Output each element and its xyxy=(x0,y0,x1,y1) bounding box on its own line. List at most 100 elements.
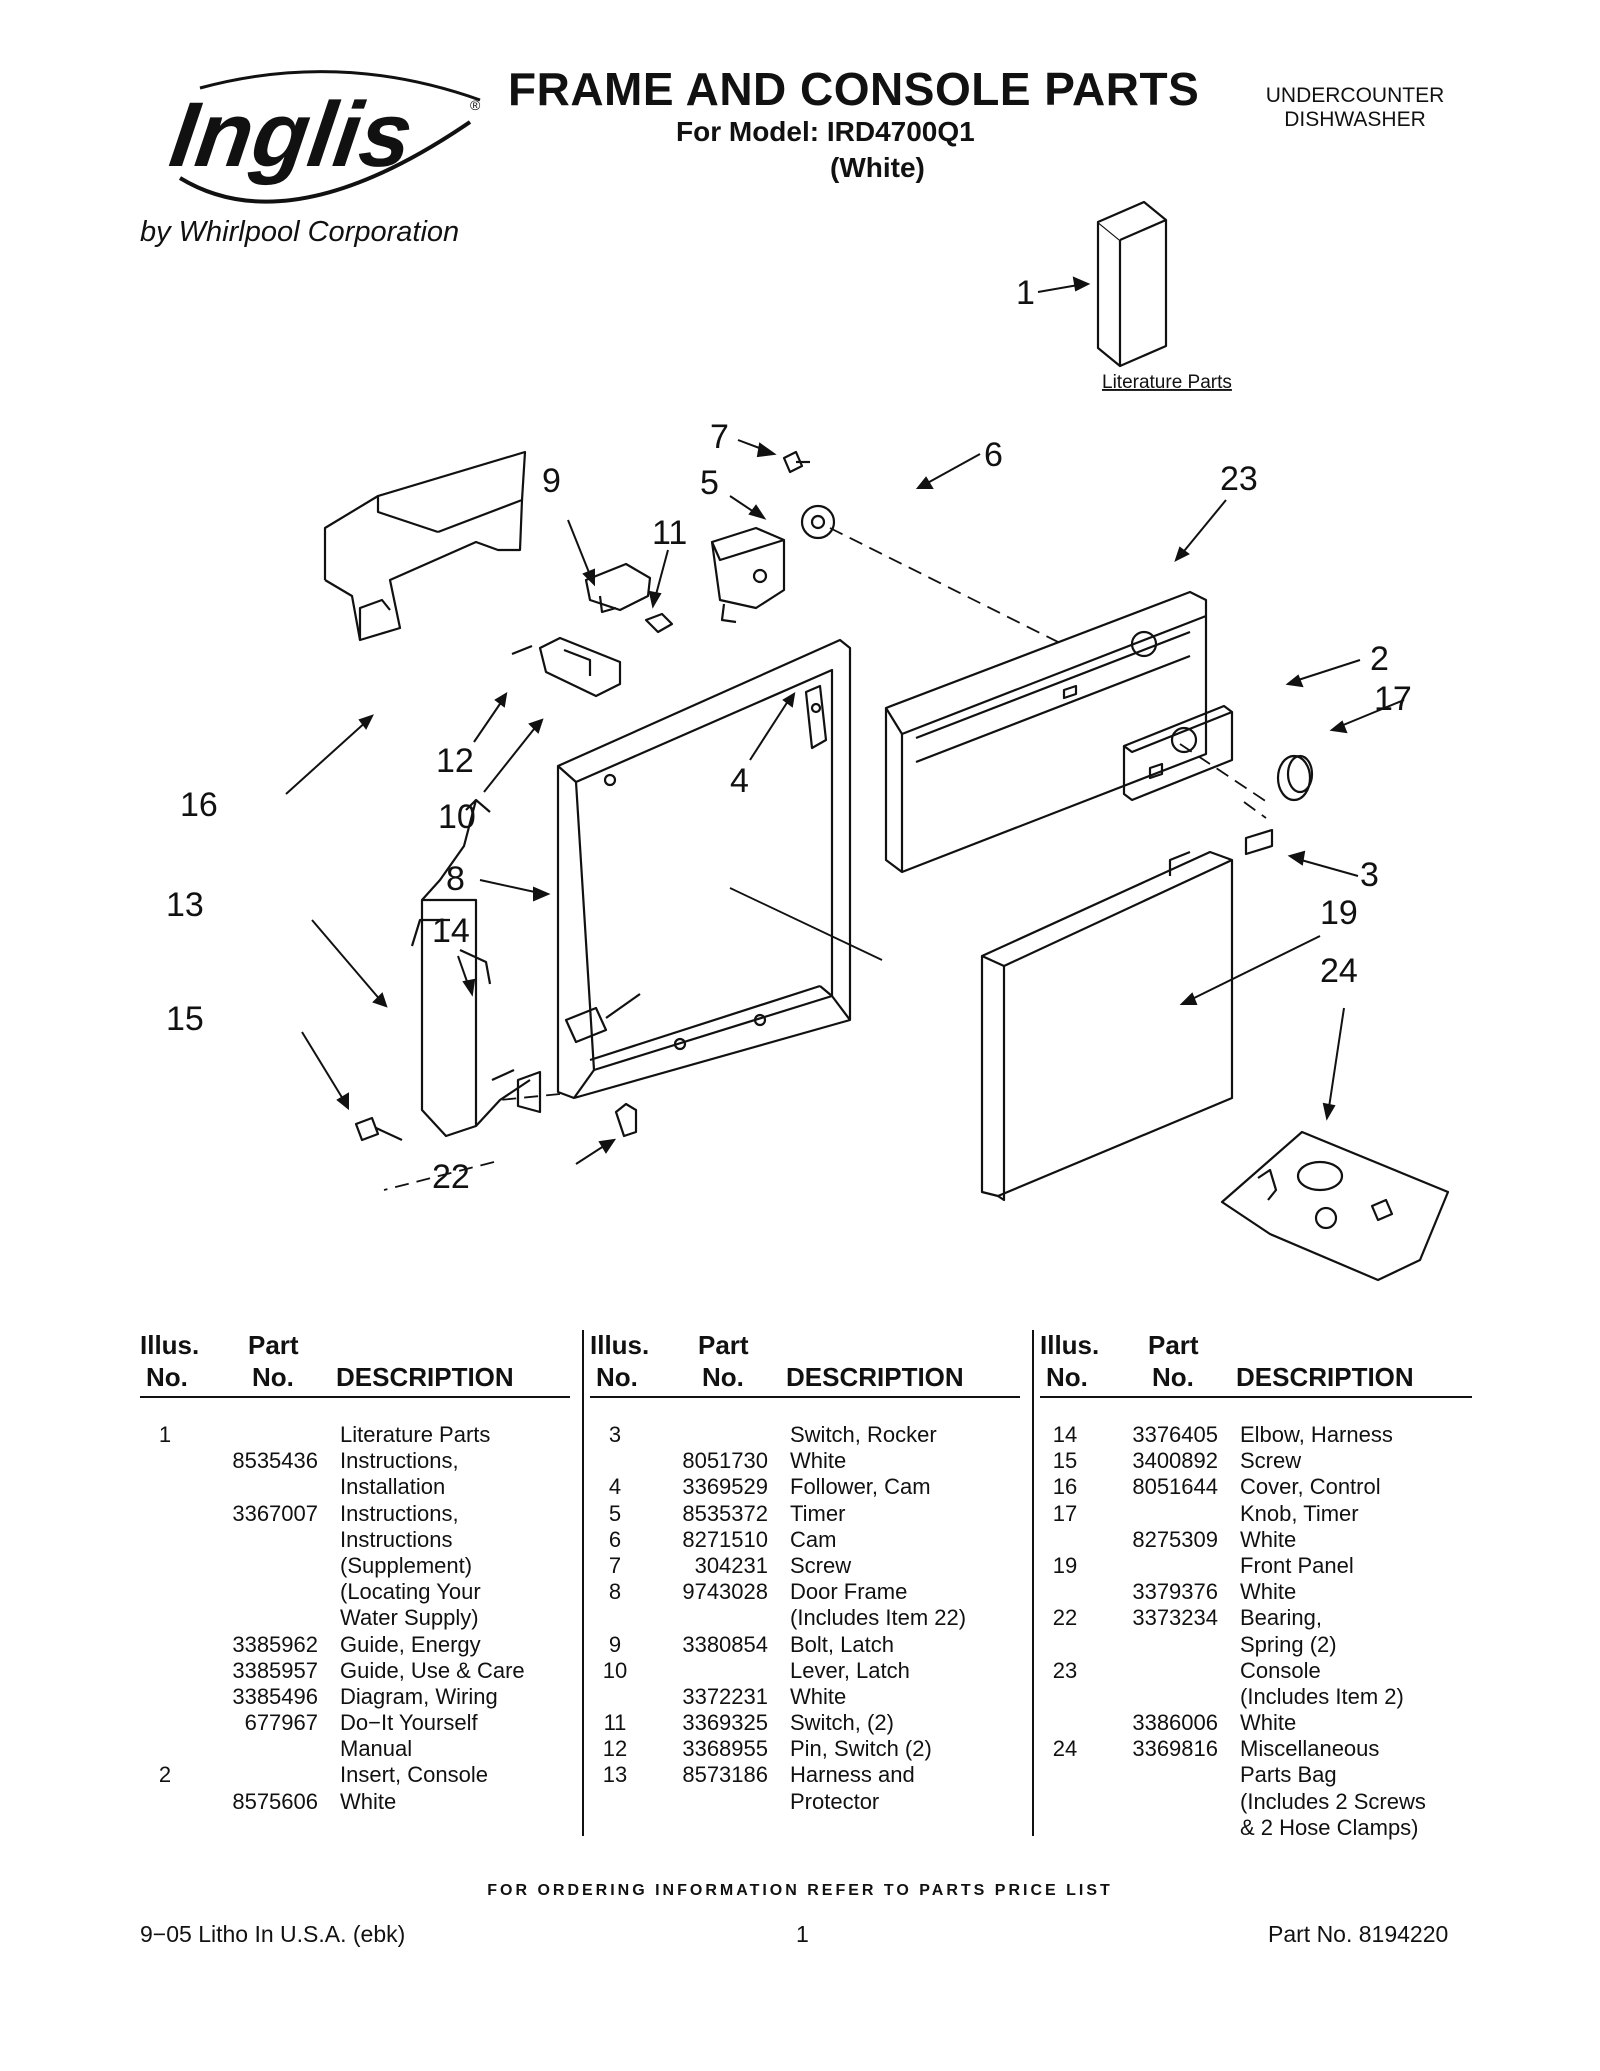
callout-19: 19 xyxy=(1320,894,1358,932)
latch-bolt xyxy=(584,562,652,614)
description-cell: White xyxy=(340,1788,397,1814)
illus-no-cell: 4 xyxy=(608,1474,622,1500)
switch-11 xyxy=(644,612,674,634)
callout-8: 8 xyxy=(446,860,465,898)
column-divider-2 xyxy=(1032,1330,1034,1836)
parts-table-row: & 2 Hose Clamps) xyxy=(1040,1815,1472,1841)
callout-10: 10 xyxy=(438,798,476,836)
description-cell: Instructions xyxy=(340,1526,453,1552)
part-no-cell: 3372231 xyxy=(682,1683,768,1709)
part-no-cell: 3380854 xyxy=(682,1631,768,1657)
parts-table-row: Parts Bag xyxy=(1040,1762,1472,1788)
ordering-note: FOR ORDERING INFORMATION REFER TO PARTS … xyxy=(487,1882,1113,1899)
screw-15 xyxy=(354,1116,403,1142)
illus-no-cell: 8 xyxy=(608,1579,622,1605)
description-cell: Miscellaneous xyxy=(1240,1736,1380,1762)
description-cell: Cover, Control xyxy=(1240,1474,1381,1500)
head-part-no: No. xyxy=(1152,1362,1194,1392)
literature-parts-label: Literature Parts xyxy=(1102,372,1232,393)
description-cell: Elbow, Harness xyxy=(1240,1422,1393,1447)
column-divider-1 xyxy=(582,1330,584,1836)
description-cell: Manual xyxy=(340,1736,413,1762)
inglis-logo: Inglis ® xyxy=(164,70,481,204)
part-no-cell: 3373234 xyxy=(1132,1605,1218,1631)
parts-table-row: Installation xyxy=(140,1474,570,1500)
description-cell: Spring (2) xyxy=(1240,1631,1337,1657)
screw-7 xyxy=(782,450,810,474)
page-title: FRAME AND CONSOLE PARTS xyxy=(508,63,1200,115)
wire-harness xyxy=(410,798,531,1138)
parts-table-row: 16 8051644 Cover, Control xyxy=(1040,1474,1472,1500)
illus-no-cell: 3 xyxy=(608,1422,622,1447)
part-no-cell: 8051730 xyxy=(682,1448,768,1474)
illus-no-cell: 9 xyxy=(608,1631,622,1657)
literature-booklet xyxy=(1096,200,1168,368)
head-part-no: No. xyxy=(702,1362,744,1392)
spring-bearing xyxy=(614,1102,638,1138)
description-cell: Door Frame xyxy=(790,1579,908,1605)
parts-table-row: 9 3380854 Bolt, Latch xyxy=(590,1632,1020,1658)
description-cell: Knob, Timer xyxy=(1240,1500,1359,1526)
part-no-cell: 3379376 xyxy=(1132,1579,1218,1605)
part-no-cell: 3367007 xyxy=(232,1500,318,1526)
description-cell: (Includes Item 2) xyxy=(1240,1683,1404,1709)
svg-text:Inglis: Inglis xyxy=(164,82,419,185)
exploded-parts-diagram: 1 7 6 9 5 11 23 2 17 16 12 4 10 8 3 13 1… xyxy=(166,200,1450,1282)
description-cell: Screw xyxy=(1240,1448,1302,1474)
description-cell: Literature Parts xyxy=(340,1422,491,1447)
description-cell: Bearing, xyxy=(1240,1605,1322,1631)
description-cell: Installation xyxy=(340,1474,446,1500)
head-illus: Illus. xyxy=(590,1330,650,1360)
description-cell: Bolt, Latch xyxy=(790,1631,894,1657)
description-cell: Instructions, xyxy=(340,1500,459,1526)
parts-table-row: (Includes 2 Screws xyxy=(1040,1789,1472,1815)
callout-17: 17 xyxy=(1374,680,1412,718)
part-no-cell: 3376405 xyxy=(1132,1422,1218,1447)
description-cell: Console xyxy=(1240,1657,1321,1683)
illus-no-cell: 23 xyxy=(1052,1657,1078,1683)
part-no-cell: 3385957 xyxy=(232,1657,318,1683)
parts-table-row: (Locating Your xyxy=(140,1579,570,1605)
page-number: 1 xyxy=(796,1921,809,1947)
description-cell: Guide, Use & Care xyxy=(340,1657,525,1683)
head-illus-no: No. xyxy=(596,1362,638,1392)
description-cell: White xyxy=(790,1448,847,1474)
parts-column-header: Illus. No. Part No. DESCRIPTION xyxy=(590,1328,1020,1398)
part-no-cell: 8051644 xyxy=(1132,1474,1218,1500)
callout-3: 3 xyxy=(1360,856,1379,894)
description-cell: Guide, Energy xyxy=(340,1631,481,1657)
parts-table-row: (Supplement) xyxy=(140,1553,570,1579)
illus-no-cell: 10 xyxy=(602,1657,628,1683)
control-cover xyxy=(323,450,527,642)
part-no-cell: 3369529 xyxy=(682,1474,768,1500)
description-cell: Parts Bag xyxy=(1240,1762,1337,1788)
product-type-line1: UNDERCOUNTER xyxy=(1265,84,1445,107)
part-no-cell: 3385496 xyxy=(232,1683,318,1709)
parts-table-row: 3385957 Guide, Use & Care xyxy=(140,1658,570,1684)
head-part: Part xyxy=(248,1330,299,1360)
brand-subtitle: by Whirlpool Corporation xyxy=(140,216,460,248)
illus-no-cell: 16 xyxy=(1052,1474,1078,1500)
part-no-cell: 304231 xyxy=(694,1552,768,1578)
illus-no-cell: 14 xyxy=(1052,1422,1078,1447)
illus-no-cell: 24 xyxy=(1052,1736,1078,1762)
description-cell: Switch, (2) xyxy=(790,1710,894,1736)
svg-text:®: ® xyxy=(470,97,481,113)
part-no-cell: 3369816 xyxy=(1132,1736,1218,1762)
